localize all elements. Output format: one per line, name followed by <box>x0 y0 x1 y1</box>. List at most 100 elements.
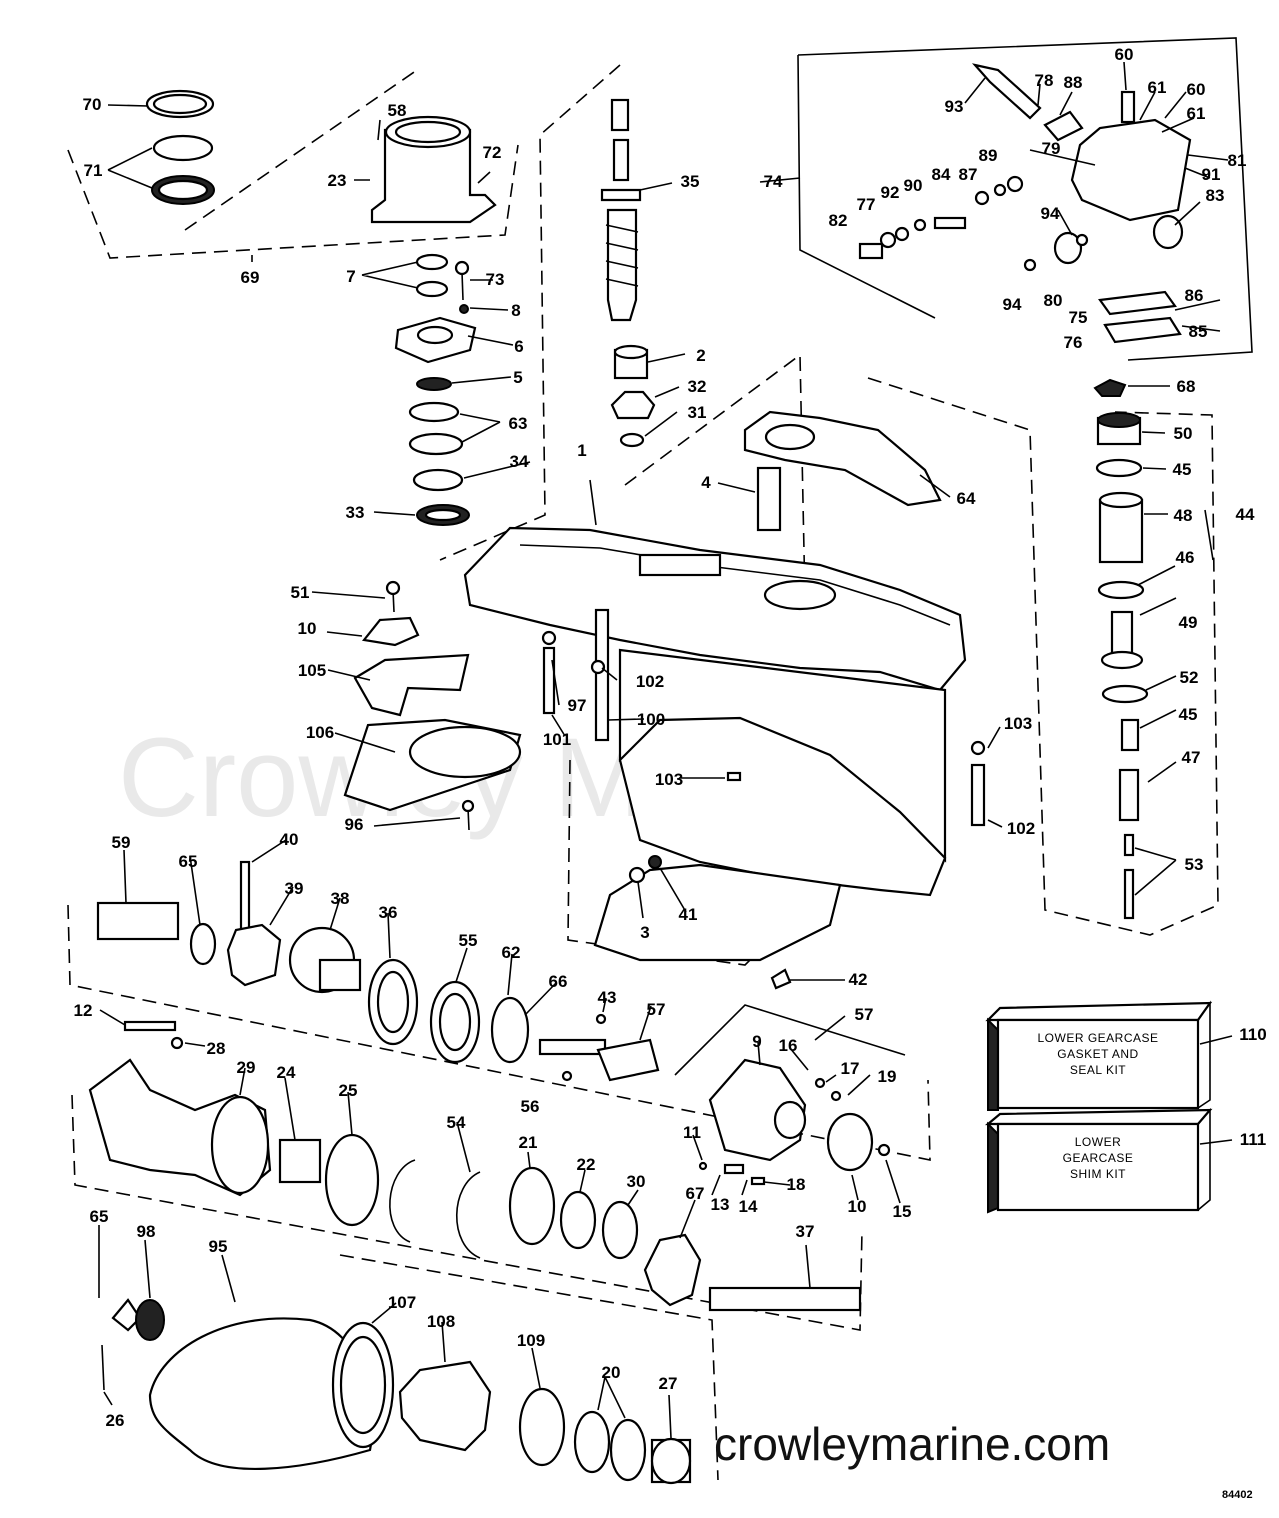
callout-41: 41 <box>679 905 698 924</box>
callout-32: 32 <box>688 377 707 396</box>
callout-2: 2 <box>696 346 705 365</box>
callout-36: 36 <box>379 903 398 922</box>
callout-28: 28 <box>207 1039 226 1058</box>
callout-17: 17 <box>841 1059 860 1078</box>
callout-89: 89 <box>979 146 998 165</box>
part-shapes <box>88 63 1192 1485</box>
callout-38: 38 <box>331 889 350 908</box>
callout-24: 24 <box>277 1063 296 1082</box>
callout-73: 73 <box>486 270 505 289</box>
callout-107: 107 <box>388 1293 416 1312</box>
callout-97: 97 <box>568 696 587 715</box>
callout-101: 101 <box>543 730 571 749</box>
callout-7: 7 <box>346 267 355 286</box>
callout-42: 42 <box>849 970 868 989</box>
kit-number-111: 111 <box>1240 1130 1267 1149</box>
callout-44: 44 <box>1236 505 1255 524</box>
callout-56: 56 <box>521 1097 540 1116</box>
callout-22: 22 <box>577 1155 596 1174</box>
kit-110-line: LOWER GEARCASE <box>1037 1031 1158 1045</box>
callout-94: 94 <box>1003 295 1022 314</box>
callout-65: 65 <box>90 1207 109 1226</box>
callout-52: 52 <box>1180 668 1199 687</box>
callout-43: 43 <box>598 988 617 1007</box>
callout-49: 49 <box>1179 613 1198 632</box>
callout-46: 46 <box>1176 548 1195 567</box>
callout-79: 79 <box>1042 139 1061 158</box>
callout-81: 81 <box>1228 151 1247 170</box>
kit-number-110: 110 <box>1239 1025 1266 1044</box>
callout-30: 30 <box>627 1172 646 1191</box>
callout-11: 11 <box>683 1123 701 1142</box>
callout-105: 105 <box>298 661 326 680</box>
callout-3: 3 <box>640 923 649 942</box>
callout-76: 76 <box>1064 333 1083 352</box>
callout-10: 10 <box>298 619 317 638</box>
callout-54: 54 <box>447 1113 466 1132</box>
callout-93: 93 <box>945 97 964 116</box>
callout-87: 87 <box>959 165 978 184</box>
callout-102: 102 <box>1007 819 1035 838</box>
callout-84: 84 <box>932 165 951 184</box>
callout-31: 31 <box>688 403 707 422</box>
leader-lines <box>98 61 1229 1439</box>
callout-8: 8 <box>511 301 520 320</box>
callout-92: 92 <box>881 183 900 202</box>
callout-65: 65 <box>179 852 198 871</box>
callout-16: 16 <box>779 1036 798 1055</box>
callout-45: 45 <box>1173 460 1192 479</box>
callout-23: 23 <box>328 171 347 190</box>
callout-14: 14 <box>739 1197 758 1216</box>
callout-55: 55 <box>459 931 478 950</box>
callout-83: 83 <box>1206 186 1225 205</box>
callout-69: 69 <box>241 268 260 287</box>
callout-88: 88 <box>1064 73 1083 92</box>
callout-35: 35 <box>681 172 700 191</box>
callout-61: 61 <box>1187 104 1206 123</box>
callout-106: 106 <box>306 723 334 742</box>
callout-72: 72 <box>483 143 502 162</box>
callout-103: 103 <box>655 770 683 789</box>
callout-5: 5 <box>513 368 522 387</box>
callout-15: 15 <box>893 1202 912 1221</box>
callout-108: 108 <box>427 1312 455 1331</box>
callout-94: 94 <box>1041 204 1060 223</box>
callout-45: 45 <box>1179 705 1198 724</box>
callout-75: 75 <box>1069 308 1088 327</box>
callout-34: 34 <box>510 452 529 471</box>
callout-51: 51 <box>291 583 310 602</box>
callout-33: 33 <box>346 503 365 522</box>
callout-1: 1 <box>577 441 586 460</box>
callout-103: 103 <box>1004 714 1032 733</box>
callout-82: 82 <box>829 211 848 230</box>
callout-109: 109 <box>517 1331 545 1350</box>
callout-47: 47 <box>1182 748 1201 767</box>
callout-74: 74 <box>764 172 783 191</box>
callout-57: 57 <box>647 1000 666 1019</box>
kit-111-line: SHIM KIT <box>1070 1167 1126 1181</box>
callout-58: 58 <box>388 101 407 120</box>
callout-63: 63 <box>509 414 528 433</box>
callout-59: 59 <box>112 833 131 852</box>
kit-111-line: LOWER <box>1075 1135 1122 1149</box>
callout-71: 71 <box>84 161 103 180</box>
kit-111-line: GEARCASE <box>1063 1151 1134 1165</box>
callout-19: 19 <box>878 1067 897 1086</box>
callout-62: 62 <box>502 943 521 962</box>
kit-boxes <box>984 1000 1233 1214</box>
callout-61: 61 <box>1148 78 1167 97</box>
callout-77: 77 <box>857 195 876 214</box>
website-text: crowleymarine.com <box>714 1418 1110 1470</box>
callout-64: 64 <box>957 489 976 508</box>
callout-66: 66 <box>549 972 568 991</box>
callout-68: 68 <box>1177 377 1196 396</box>
callout-100: 100 <box>637 710 665 729</box>
callout-27: 27 <box>659 1374 678 1393</box>
callout-90: 90 <box>904 176 923 195</box>
callout-85: 85 <box>1189 322 1208 341</box>
callout-50: 50 <box>1174 424 1193 443</box>
kit-110-line: GASKET AND <box>1057 1047 1138 1061</box>
